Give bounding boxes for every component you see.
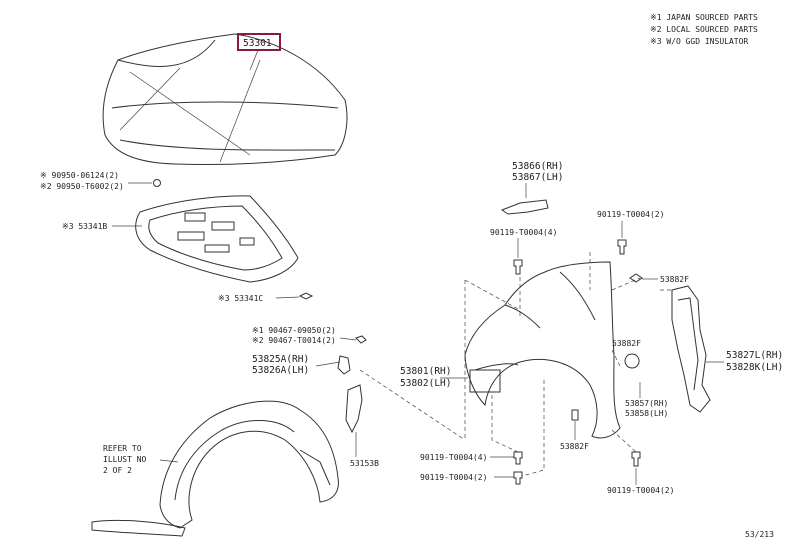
- label-bolt-top[interactable]: 90119-T0004(4): [490, 228, 557, 237]
- bracket-icon: [337, 355, 351, 375]
- label-bolt-right-top[interactable]: 90119-T0004(2): [597, 210, 664, 219]
- label-bolt-right-low[interactable]: 90119-T0004(2): [607, 486, 674, 495]
- bolt-icon-top: [513, 259, 523, 275]
- label-clip-1[interactable]: ※1 90467-09050(2): [252, 326, 336, 335]
- label-refer-1: REFER TO: [103, 444, 142, 453]
- page-reference: 53/213: [745, 530, 774, 539]
- label-bolt-lower-b[interactable]: 90119-T0004(2): [420, 473, 487, 482]
- label-fender-protector-lh[interactable]: 53867(LH): [512, 172, 563, 183]
- label-seal-f-mid[interactable]: 53882F: [612, 339, 641, 348]
- label-fender-protector-rh[interactable]: 53866(RH): [512, 161, 563, 172]
- hood-label-box: [237, 33, 281, 51]
- label-bracket-lh[interactable]: 53826A(LH): [252, 365, 309, 376]
- label-seal-f-low[interactable]: 53882F: [560, 442, 589, 451]
- inner-liner-drawing: [91, 400, 339, 537]
- label-fender-lh[interactable]: 53802(LH): [400, 378, 451, 389]
- label-refer-3: 2 OF 2: [103, 466, 132, 475]
- label-seal-rh[interactable]: 53857(RH): [625, 399, 668, 408]
- notes-legend: ※1 JAPAN SOURCED PARTS ※2 LOCAL SOURCED …: [650, 13, 758, 46]
- fender-drawing: [464, 261, 621, 439]
- label-seal-lh[interactable]: 53858(LH): [625, 409, 668, 418]
- label-liner-lh[interactable]: 53828K(LH): [726, 362, 783, 373]
- seal-f-low-icon: [571, 409, 579, 421]
- label-hood[interactable]: 53301: [243, 38, 272, 49]
- label-bolt-lower-a[interactable]: 90119-T0004(4): [420, 453, 487, 462]
- note-2: ※2 LOCAL SOURCED PARTS: [650, 25, 758, 34]
- bolt-icon-right-top: [617, 239, 627, 255]
- label-refer-2: ILLUST NO: [103, 455, 147, 464]
- seal-f-top-icon: [629, 273, 643, 283]
- clip-icon: [153, 179, 161, 187]
- bolt-icon-right-low: [631, 451, 641, 467]
- bolt-icon-lower-a: [513, 451, 523, 465]
- label-bracket-rh[interactable]: 53825A(RH): [252, 354, 309, 365]
- fender-protector-drawing: [500, 199, 549, 215]
- label-bolt-a1[interactable]: ※ 90950-06124(2): [40, 171, 119, 180]
- mudguard-drawing: [345, 384, 363, 434]
- label-seal-f-top[interactable]: 53882F: [660, 275, 689, 284]
- label-clip-2[interactable]: ※2 90467-T0014(2): [252, 336, 336, 345]
- label-mudguard[interactable]: 53153B: [350, 459, 379, 468]
- label-insulator[interactable]: ※3 53341B: [62, 222, 107, 231]
- insulator-drawing: [135, 195, 299, 283]
- note-3: ※3 W/O GGD INSULATOR: [650, 37, 748, 46]
- clip-icon-2: [355, 335, 367, 344]
- label-liner-rh[interactable]: 53827L(RH): [726, 350, 783, 361]
- seal-rh-icon: [624, 353, 640, 369]
- note-1: ※1 JAPAN SOURCED PARTS: [650, 13, 758, 22]
- insulator-clip-icon: [298, 292, 314, 300]
- liner-drawing: [671, 285, 711, 413]
- bolt-icon-lower-b: [513, 471, 523, 485]
- hood-drawing: [102, 33, 348, 166]
- label-bolt-a2[interactable]: ※2 90950-T6002(2): [40, 182, 124, 191]
- label-fender-rh[interactable]: 53801(RH): [400, 366, 451, 377]
- label-insulator-clip[interactable]: ※3 53341C: [218, 294, 263, 303]
